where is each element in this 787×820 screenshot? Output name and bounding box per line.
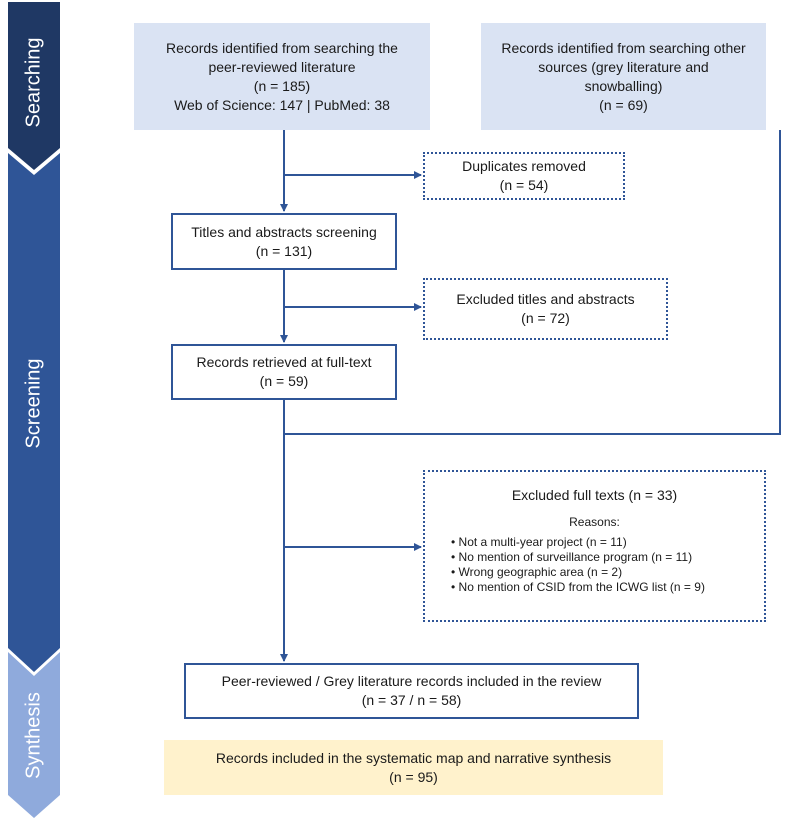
included-review-count: (n = 37 / n = 58) <box>361 692 462 708</box>
duplicates-removed-box: Duplicates removed (n = 54) <box>423 152 625 200</box>
titles-abstracts-count: (n = 131) <box>255 242 313 259</box>
reason-item: • Wrong geographic area (n = 2) <box>451 565 623 579</box>
synthesis-stage-bar <box>8 652 60 818</box>
other-sources-line1: Records identified from searching other <box>501 39 746 56</box>
reasons-label: Reasons: <box>569 515 620 529</box>
other-sources-records-box: Records identified from searching other … <box>481 23 766 130</box>
peer-reviewed-records-box: Records identified from searching the pe… <box>134 23 430 130</box>
other-sources-connector <box>284 130 781 435</box>
peer-reviewed-count: (n = 185) <box>253 77 311 94</box>
other-sources-line3: snowballing) <box>584 77 663 94</box>
titles-abstracts-label: Titles and abstracts screening <box>191 223 377 240</box>
reason-item: • Not a multi-year project (n = 11) <box>451 535 627 549</box>
peer-reviewed-line1: Records identified from searching the <box>166 39 398 56</box>
included-review-label: Peer-reviewed / Grey literature records … <box>221 673 602 689</box>
other-sources-line2: sources (grey literature and <box>538 58 709 75</box>
systematic-map-synthesis-box: Records included in the systematic map a… <box>164 740 663 795</box>
excluded-titles-count: (n = 72) <box>521 310 570 326</box>
titles-abstracts-screening-box: Titles and abstracts screening (n = 131) <box>171 213 397 270</box>
excluded-titles-label: Excluded titles and abstracts <box>456 291 635 307</box>
searching-stage-bar <box>8 2 60 170</box>
reason-item: • No mention of surveillance program (n … <box>451 550 693 564</box>
full-text-count: (n = 59) <box>259 373 309 389</box>
excluded-titles-abstracts-box: Excluded titles and abstracts (n = 72) <box>423 278 668 340</box>
full-text-label: Records retrieved at full-text <box>196 354 372 370</box>
peer-reviewed-breakdown: Web of Science: 147 | PubMed: 38 <box>174 96 390 113</box>
final-count: (n = 95) <box>389 768 438 785</box>
full-text-retrieved-box: Records retrieved at full-text (n = 59) <box>171 344 397 400</box>
reason-item: • No mention of CSID from the ICWG list … <box>451 580 705 594</box>
excluded-full-texts-title: Excluded full texts (n = 33) <box>511 487 678 503</box>
included-in-review-box: Peer-reviewed / Grey literature records … <box>184 663 639 719</box>
duplicates-label: Duplicates removed <box>462 158 586 174</box>
screening-stage-bar <box>8 153 60 672</box>
final-label: Records included in the systematic map a… <box>215 749 612 766</box>
peer-reviewed-line2: peer-reviewed literature <box>208 58 356 75</box>
duplicates-count: (n = 54) <box>499 177 549 193</box>
excluded-full-texts-box: Excluded full texts (n = 33) Reasons: • … <box>423 470 766 622</box>
other-sources-count: (n = 69) <box>599 96 648 113</box>
